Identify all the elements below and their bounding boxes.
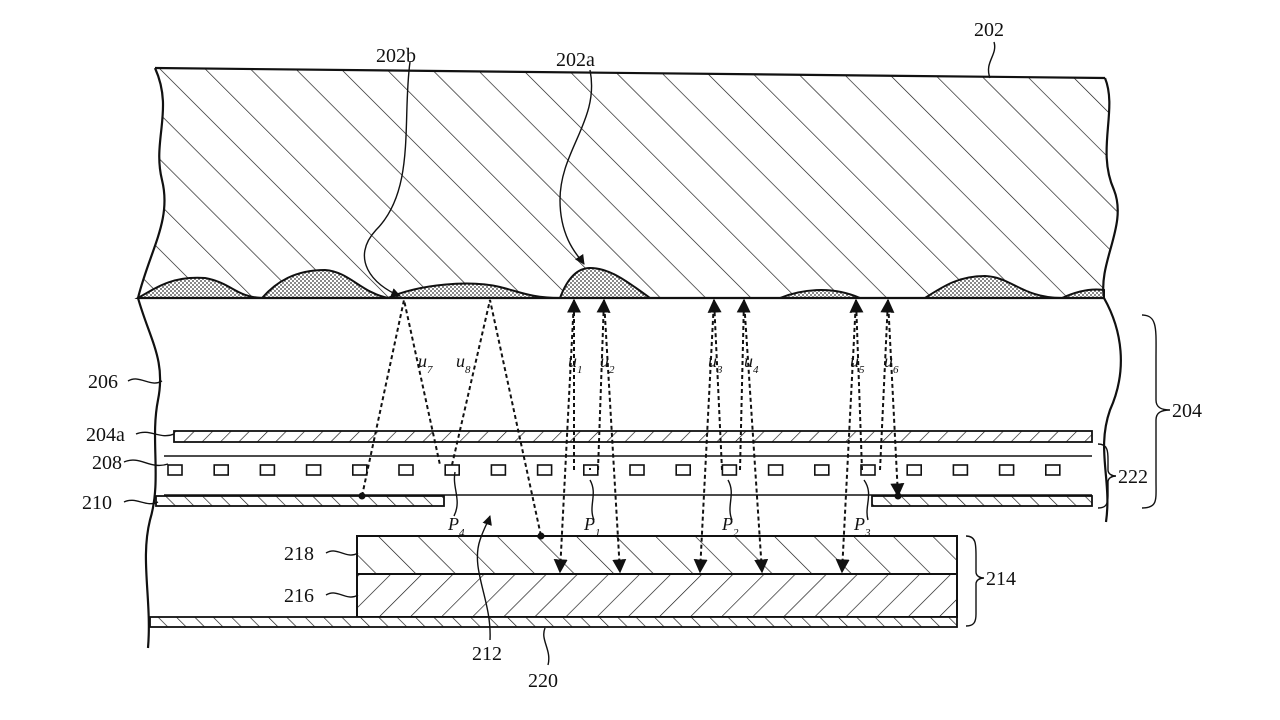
layer-218 — [356, 535, 958, 575]
label-214: 214 — [986, 568, 1016, 590]
segment — [813, 464, 830, 476]
ray-u6-down — [887, 299, 905, 498]
leader-202a — [559, 69, 593, 265]
segment — [167, 464, 183, 476]
leader-202 — [987, 41, 996, 79]
brace-214 — [965, 535, 985, 627]
segment — [536, 464, 553, 476]
point-label-P4: P4 — [447, 514, 465, 539]
segment — [952, 464, 969, 476]
leader-P4 — [453, 471, 458, 517]
label-220: 220 — [528, 670, 558, 692]
ray-label-u4: u4 — [744, 351, 759, 376]
label-204a: 204a — [86, 424, 125, 446]
ray-label-u8: u8 — [456, 351, 471, 376]
ray-u4-down — [743, 299, 769, 574]
left-wavy-edge — [136, 67, 166, 649]
cover-top-edge — [154, 66, 1106, 80]
ray-label-u6: u6 — [884, 351, 899, 376]
ray-u1-up — [574, 300, 591, 470]
ray-u5-down — [835, 299, 857, 574]
layer-210-left — [155, 495, 445, 507]
ray-u3-down — [693, 299, 715, 574]
layer-220 — [149, 616, 958, 628]
point-dot-mid — [537, 532, 545, 540]
leader-208 — [123, 459, 169, 467]
label-202b: 202b — [376, 45, 416, 67]
ray-u6-up — [879, 298, 895, 471]
label-218: 218 — [284, 543, 314, 565]
leader-P1 — [589, 479, 595, 521]
label-222: 222 — [1118, 466, 1148, 488]
layer-208 — [164, 455, 1092, 496]
segment — [490, 464, 507, 476]
ray-label-u3: u3 — [708, 351, 723, 376]
segment — [351, 464, 368, 476]
label-206: 206 — [88, 371, 118, 393]
leader-202b — [363, 61, 411, 298]
label-210: 210 — [82, 492, 112, 514]
leader-204a — [135, 431, 175, 437]
point-label-P1: P1 — [583, 514, 601, 539]
point-dot-left — [358, 492, 366, 500]
label-202: 202 — [974, 19, 1004, 41]
label-204: 204 — [1172, 400, 1202, 422]
segment — [767, 464, 784, 476]
ray-u1-down — [553, 299, 575, 574]
segment — [721, 464, 738, 476]
leader-218 — [325, 550, 359, 556]
ray-u7 — [361, 299, 441, 497]
segment — [305, 464, 322, 476]
light-rays — [361, 298, 905, 574]
leader-206 — [127, 378, 163, 384]
ray-label-u1: u1 — [568, 351, 583, 376]
segment — [998, 464, 1015, 476]
right-wavy-edge — [1102, 77, 1122, 523]
brace-222 — [1097, 443, 1117, 509]
label-212: 212 — [472, 643, 502, 665]
segment — [444, 464, 461, 476]
segment — [675, 464, 692, 476]
ray-u8 — [451, 299, 542, 537]
ray-label-u7: u7 — [418, 351, 433, 376]
segment — [906, 464, 923, 476]
leader-P3 — [863, 479, 870, 521]
segment — [259, 464, 276, 476]
ray-u4-up — [736, 298, 751, 471]
segment — [398, 464, 414, 476]
ray-u2-up — [596, 298, 611, 471]
leader-216 — [325, 592, 359, 598]
ray-u2-down — [603, 299, 627, 574]
leader-212 — [476, 515, 492, 641]
leader-P2 — [727, 479, 733, 521]
leader-lines — [123, 41, 996, 666]
label-202a: 202a — [556, 49, 595, 71]
ray-u3-up — [707, 298, 723, 471]
leader-220 — [543, 627, 550, 666]
point-label-P2: P2 — [721, 514, 739, 539]
layer-210-right — [871, 495, 1093, 507]
layer-216 — [356, 573, 958, 618]
label-216: 216 — [284, 585, 314, 607]
leader-210 — [123, 499, 159, 505]
point-dot-right — [894, 492, 902, 500]
cover-layer-202 — [134, 66, 1118, 300]
ray-label-u5: u5 — [850, 351, 865, 376]
segment — [213, 464, 229, 476]
segment — [860, 464, 876, 476]
brace-204 — [1141, 314, 1171, 509]
label-208: 208 — [92, 452, 122, 474]
layer-204a — [173, 430, 1093, 443]
segment — [1045, 464, 1061, 476]
ray-u5-up — [849, 298, 864, 471]
segment — [629, 464, 645, 476]
point-label-P3: P3 — [853, 514, 871, 539]
ray-label-u2: u2 — [600, 351, 615, 376]
